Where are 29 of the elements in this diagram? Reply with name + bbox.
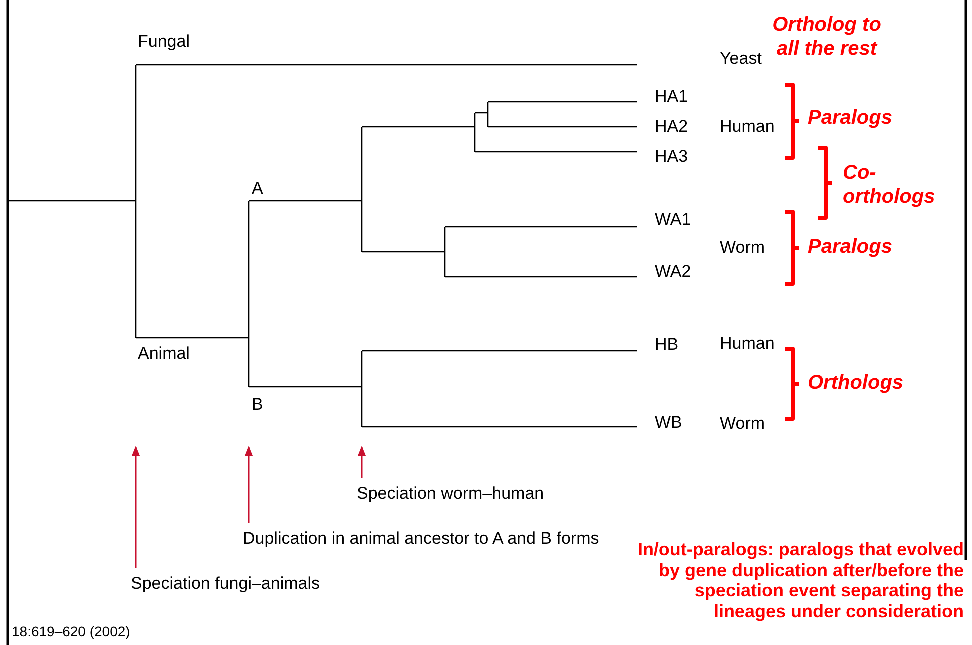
citation-text: 18:619–620 (2002) (12, 624, 130, 640)
gene-label: HA1 (655, 86, 688, 108)
annotation-text: Paralogs (808, 106, 892, 130)
arrow (358, 446, 366, 478)
annotation-text: Orthologs (808, 371, 904, 395)
arrow (245, 446, 253, 523)
clade-label: A (252, 178, 264, 200)
clade-label: B (252, 394, 264, 416)
gene-label: WA1 (655, 210, 692, 230)
species-label: Yeast (720, 48, 762, 70)
species-label: Human (720, 334, 775, 354)
note-text: In/out-paralogs: paralogs that evolved by gene duplication after/before the speciation event separating the lineages under consideration (636, 540, 964, 622)
annotation-text: Ortholog to all the rest (772, 13, 882, 61)
gene-label: HB (655, 334, 679, 356)
caption-text: Speciation fungi–animals (131, 574, 320, 594)
gene-label: WA2 (655, 262, 692, 282)
gene-label: WB (655, 412, 682, 434)
caption-text: Speciation worm–human (357, 484, 544, 504)
species-label: Worm (720, 238, 766, 258)
gene-label: HA2 (655, 116, 688, 138)
clade-label: Fungal (138, 32, 190, 52)
caption-text: Duplication in animal ancestor to A and B forms (243, 528, 600, 550)
arrow (132, 446, 140, 568)
clade-label: Animal (138, 344, 190, 364)
annotation-text: Co- orthologs (843, 161, 936, 209)
gene-label: HA3 (655, 146, 688, 168)
annotation-text: Paralogs (808, 235, 892, 259)
species-label: Worm (720, 414, 766, 434)
species-label: Human (720, 116, 775, 138)
